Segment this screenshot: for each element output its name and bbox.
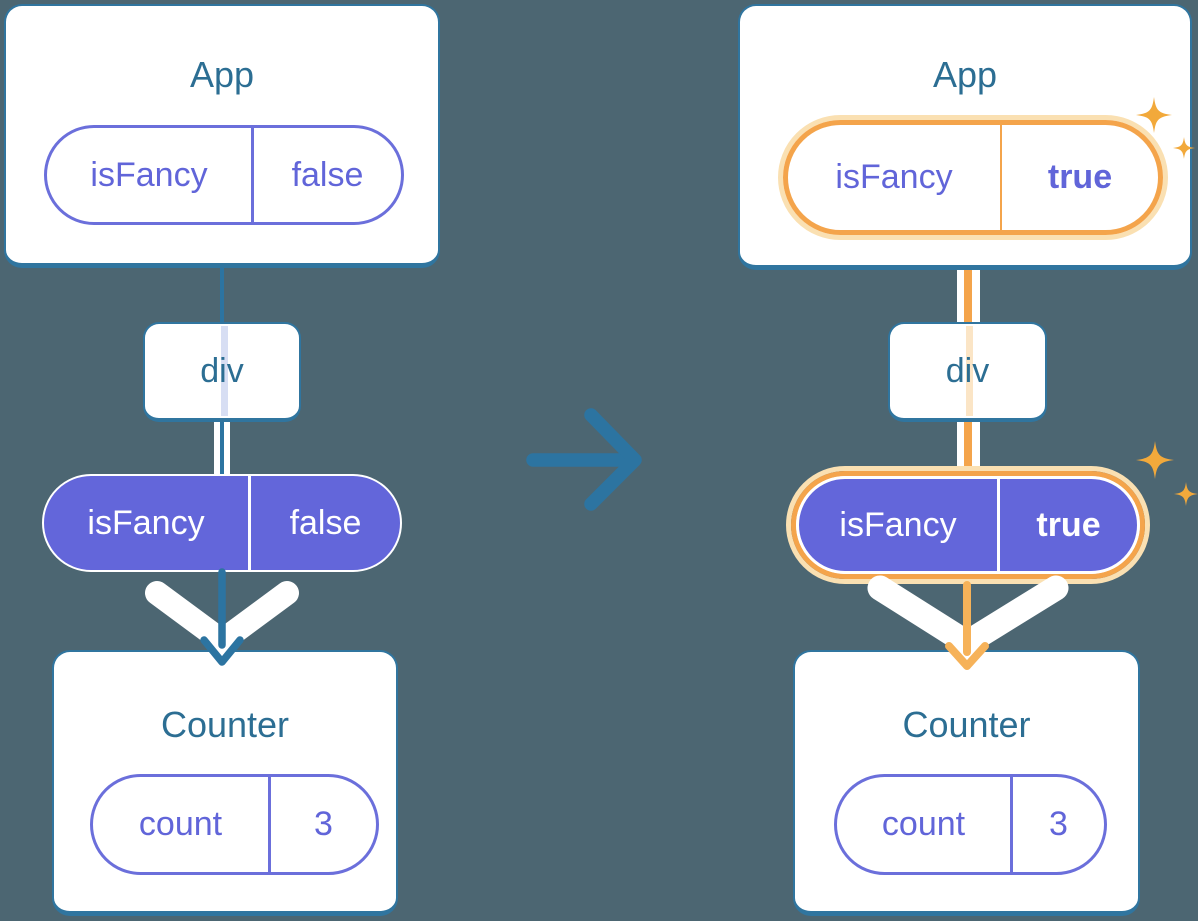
arrow-right-icon — [526, 408, 642, 511]
counter-node: Counter count 3 — [793, 650, 1140, 916]
pill-divider — [1000, 125, 1002, 230]
prop-pill: isFancy false — [44, 125, 404, 225]
prop-value: false — [289, 503, 362, 542]
edge-app-to-div — [220, 268, 224, 324]
arrow-down-icon — [145, 568, 299, 666]
prop-key: isFancy — [839, 505, 957, 544]
prop-key: isFancy — [90, 155, 208, 194]
state-key: count — [881, 805, 966, 843]
div-node: div — [143, 322, 301, 422]
pill-divider — [997, 479, 1000, 571]
state-value: 3 — [1049, 805, 1068, 843]
edge-pipe-thread — [220, 420, 224, 482]
pill-divider — [251, 128, 254, 222]
prop-pill-highlighted: isFancy true — [778, 115, 1168, 240]
pill-divider — [248, 476, 251, 570]
prop-value: true — [1036, 505, 1101, 544]
node-title: Counter — [902, 704, 1031, 745]
div-node: div — [888, 322, 1047, 422]
node-title: Counter — [160, 704, 290, 745]
node-title: div — [200, 352, 244, 390]
state-value: 3 — [314, 805, 333, 843]
state-key: count — [138, 805, 223, 843]
prop-thread-faded — [966, 326, 973, 416]
prop-key: isFancy — [835, 158, 953, 196]
prop-value: true — [1047, 158, 1113, 196]
prop-key: isFancy — [87, 503, 205, 542]
prop-value: false — [291, 155, 364, 194]
sparkle-icon — [1136, 441, 1198, 506]
node-title: App — [189, 54, 255, 95]
highlight-ring: isFancy true — [791, 471, 1145, 579]
state-pill: count 3 — [834, 774, 1107, 875]
node-title: App — [932, 54, 998, 95]
arrow-down-icon — [867, 575, 1069, 670]
app-node: App isFancy false — [4, 4, 440, 268]
state-pill: count 3 — [90, 774, 379, 875]
app-node: App isFancy true — [738, 4, 1192, 270]
pill-divider — [268, 777, 271, 872]
sparkle-icon — [1136, 97, 1195, 159]
prop-thread-faded — [221, 326, 228, 416]
pill-divider — [1010, 777, 1013, 872]
highlight-ring: isFancy true — [783, 120, 1163, 235]
node-title: div — [945, 352, 990, 390]
